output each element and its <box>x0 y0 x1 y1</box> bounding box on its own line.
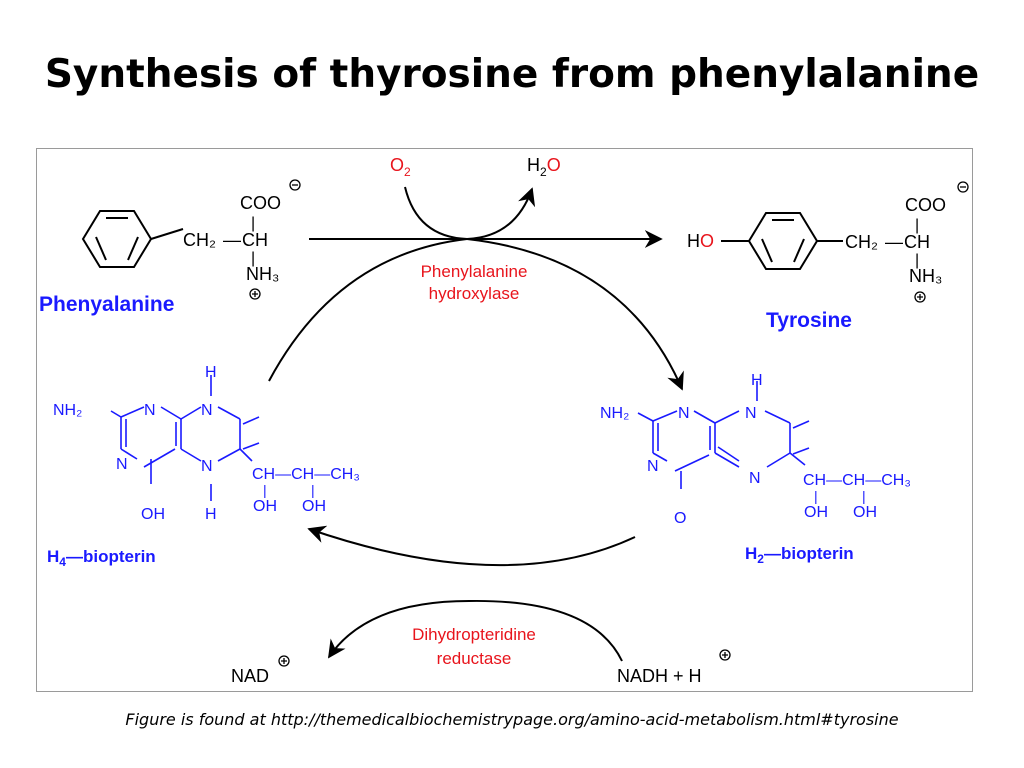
svg-text:OH: OH <box>302 498 326 515</box>
svg-text:|: | <box>251 250 255 267</box>
svg-text:N: N <box>678 405 690 422</box>
svg-text:HO: HO <box>687 231 714 251</box>
enzyme-reductase-line1: Dihydropteridine <box>412 625 536 644</box>
pathway-figure: O2 H2O Phenylalanine hydroxylase Dihydro… <box>36 148 973 692</box>
svg-text:—: — <box>223 230 241 250</box>
svg-text:NH₃: NH₃ <box>246 264 279 284</box>
svg-text:N: N <box>201 402 213 419</box>
nad-label: NAD <box>231 666 269 686</box>
svg-text:N: N <box>749 470 761 487</box>
svg-text:|: | <box>263 482 267 498</box>
svg-text:|: | <box>814 488 818 504</box>
cycle-arc-right-down <box>466 238 684 391</box>
enzyme-hydroxylase-line1: Phenylalanine <box>421 262 528 281</box>
circled-plus-icon <box>914 291 926 303</box>
h2-biopterin-structure: H NH₂ N N N N O CH—CH—CH₃ | | OH OH H2—b… <box>600 372 911 566</box>
svg-text:OH: OH <box>253 498 277 515</box>
tyrosine-name: Tyrosine <box>766 309 852 332</box>
svg-text:CH₂: CH₂ <box>845 232 878 252</box>
enzyme-hydroxylase-line2: hydroxylase <box>429 284 520 303</box>
svg-text:H: H <box>205 506 217 523</box>
enzyme-reductase-line2: reductase <box>437 649 512 668</box>
oxygen-label: O2 <box>390 155 411 179</box>
svg-text:|: | <box>915 217 919 234</box>
svg-text:N: N <box>144 402 156 419</box>
circled-plus-icon <box>278 655 290 667</box>
oxygen-curved-arrow <box>404 186 536 241</box>
svg-text:N: N <box>647 458 659 475</box>
svg-text:|: | <box>251 215 255 232</box>
h2-biopterin-name: H2—biopterin <box>745 544 854 566</box>
svg-text:H: H <box>751 372 763 389</box>
svg-text:NH₂: NH₂ <box>53 402 82 419</box>
h4-biopterin-structure: H NH₂ N N N N OH H CH—CH—CH₃ | | OH OH H… <box>47 364 360 569</box>
svg-text:CH: CH <box>904 232 930 252</box>
svg-text:|: | <box>915 252 919 269</box>
slide-title: Synthesis of thyrosine from phenylalanin… <box>44 52 980 97</box>
svg-text:NH₃: NH₃ <box>909 266 942 286</box>
figure-source-caption: Figure is found at http://themedicalbioc… <box>125 710 899 729</box>
nadh-label: NADH + H <box>617 666 702 686</box>
svg-text:|: | <box>311 482 315 498</box>
circled-plus-icon <box>249 288 261 300</box>
svg-text:—: — <box>885 232 903 252</box>
benzene-ring <box>81 210 153 268</box>
svg-text:OH: OH <box>141 506 165 523</box>
svg-text:N: N <box>745 405 757 422</box>
svg-text:CH₂: CH₂ <box>183 230 216 250</box>
svg-text:N: N <box>116 456 128 473</box>
svg-text:N: N <box>201 458 213 475</box>
cycle-arc-left-up <box>268 238 468 382</box>
svg-text:H: H <box>205 364 217 381</box>
svg-text:|: | <box>862 488 866 504</box>
phenol-ring <box>747 212 819 270</box>
tyrosine-structure: HO CH₂ — CH COO | | NH₃ Tyrosine <box>687 181 969 332</box>
svg-text:CH: CH <box>242 230 268 250</box>
svg-text:COO: COO <box>905 195 946 215</box>
svg-text:CH—CH—CH₃: CH—CH—CH₃ <box>803 472 911 489</box>
svg-text:OH: OH <box>804 504 828 521</box>
circled-minus-icon <box>957 181 969 193</box>
phenylalanine-structure: CH₂ — CH COO | | NH₃ Phenyalanine <box>39 179 301 316</box>
svg-text:COO: COO <box>240 193 281 213</box>
svg-text:CH—CH—CH₃: CH—CH—CH₃ <box>252 466 360 483</box>
svg-text:OH: OH <box>853 504 877 521</box>
circled-plus-icon <box>719 649 731 661</box>
phenylalanine-name: Phenyalanine <box>39 293 174 316</box>
reaction-arrows <box>268 186 684 662</box>
nad-curved-arrow <box>327 599 623 662</box>
svg-text:O: O <box>674 510 686 527</box>
svg-text:NH₂: NH₂ <box>600 405 629 422</box>
cycle-arc-bottom <box>307 525 636 567</box>
pathway-diagram: O2 H2O Phenylalanine hydroxylase Dihydro… <box>39 155 969 686</box>
water-label: H2O <box>527 155 561 179</box>
h4-biopterin-name: H4—biopterin <box>47 547 156 569</box>
circled-minus-icon <box>289 179 301 191</box>
